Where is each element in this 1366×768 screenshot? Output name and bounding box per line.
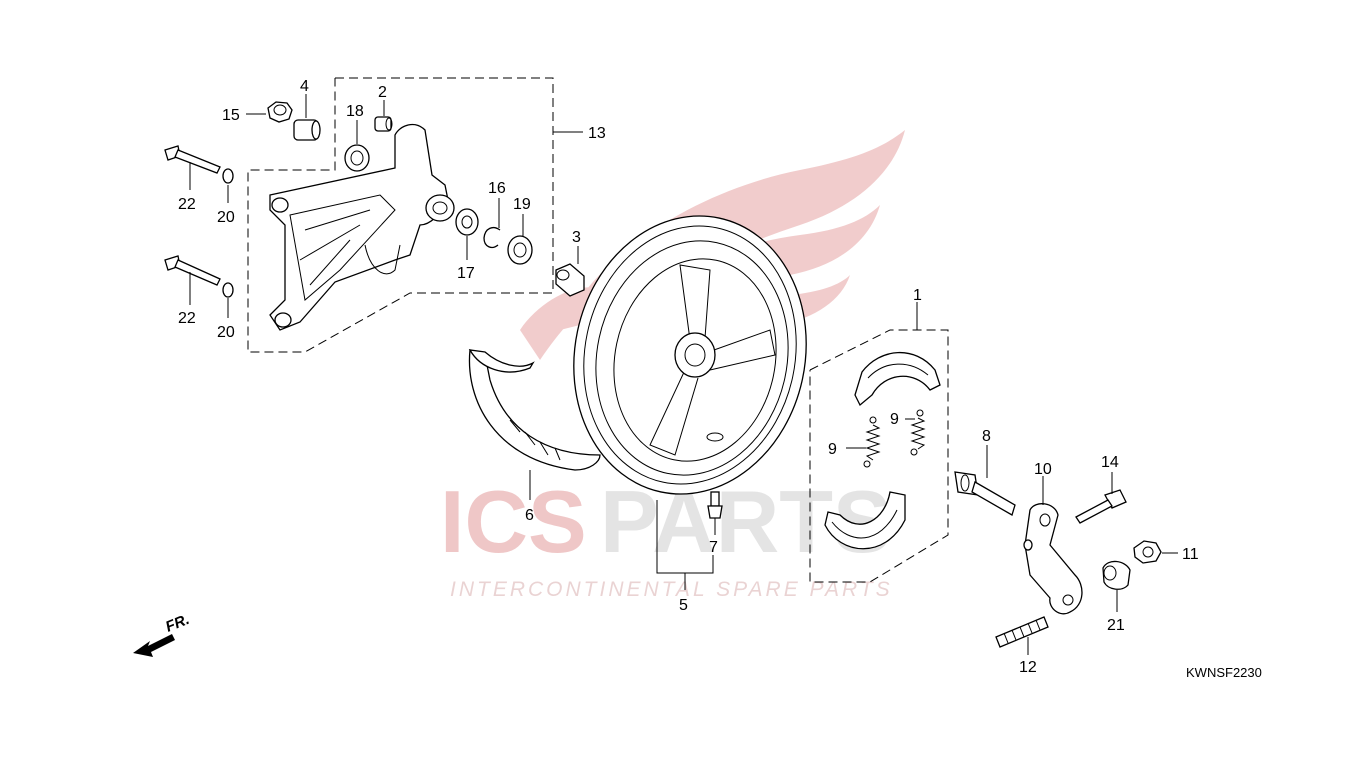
swing-arm — [269, 123, 455, 331]
callout-7: 7 — [709, 539, 718, 556]
callout-2: 2 — [378, 84, 387, 101]
bearing-18 — [344, 144, 370, 172]
brake-arm-10 — [1023, 503, 1083, 615]
bearing-17 — [455, 208, 479, 236]
nut-15 — [267, 101, 293, 123]
callout-14: 14 — [1101, 454, 1119, 471]
brake-shoe-assembly-box — [809, 329, 949, 583]
callout-13: 13 — [588, 125, 606, 142]
collar-4 — [293, 119, 321, 141]
bolt-22-upper — [164, 145, 221, 174]
callout-21: 21 — [1107, 617, 1125, 634]
front-arrow-icon — [133, 634, 175, 657]
bearing-19 — [507, 235, 533, 265]
callout-12: 12 — [1019, 659, 1037, 676]
callout-17: 17 — [457, 265, 475, 282]
washer-20-upper — [222, 168, 234, 184]
valve-7 — [707, 491, 723, 519]
bolt-22-lower — [164, 255, 221, 286]
callout-9-left: 9 — [828, 441, 837, 458]
brake-shoe-upper — [854, 351, 941, 407]
watermark-tagline: INTERCONTINENTAL SPARE PARTS — [450, 578, 893, 601]
callouts: 1 2 3 4 5 6 7 8 9 9 10 11 12 13 14 15 16… — [178, 78, 1199, 676]
callout-19: 19 — [513, 196, 531, 213]
front-label: FR. — [163, 611, 192, 636]
washer-20-lower — [222, 282, 234, 298]
collar-2 — [374, 116, 393, 132]
diagram-code: KWNSF2230 — [1186, 665, 1262, 680]
spring-9-right — [910, 409, 926, 456]
collar-21 — [1102, 560, 1131, 590]
nut-11 — [1133, 540, 1162, 564]
leader-lines — [189, 94, 1178, 655]
circlip-16 — [483, 227, 501, 249]
callout-22-lower: 22 — [178, 310, 196, 327]
callout-8: 8 — [982, 428, 991, 445]
callout-18: 18 — [346, 103, 364, 120]
collar-3 — [555, 263, 585, 297]
callout-4: 4 — [300, 78, 309, 95]
brake-shoe-lower — [824, 491, 906, 550]
callout-10: 10 — [1034, 461, 1052, 478]
callout-20-upper: 20 — [217, 209, 235, 226]
callout-22-upper: 22 — [178, 196, 196, 213]
front-direction-indicator: FR. — [133, 611, 192, 657]
callout-9-right: 9 — [890, 411, 899, 428]
callout-20-lower: 20 — [217, 324, 235, 341]
watermark-brand-prefix: ICS — [440, 472, 587, 571]
mudguard-6 — [468, 349, 601, 471]
callout-3: 3 — [572, 229, 581, 246]
bolt-14 — [1075, 489, 1127, 524]
callout-5: 5 — [679, 597, 688, 614]
callout-15: 15 — [222, 107, 240, 124]
brake-cam-8 — [954, 471, 1016, 516]
callout-11: 11 — [1182, 546, 1199, 563]
callout-16: 16 — [488, 180, 506, 197]
callout-6: 6 — [525, 507, 534, 524]
rear-wheel — [573, 215, 807, 495]
return-spring-12 — [995, 616, 1049, 648]
callout-1: 1 — [913, 287, 922, 304]
spring-9-left — [863, 416, 881, 468]
